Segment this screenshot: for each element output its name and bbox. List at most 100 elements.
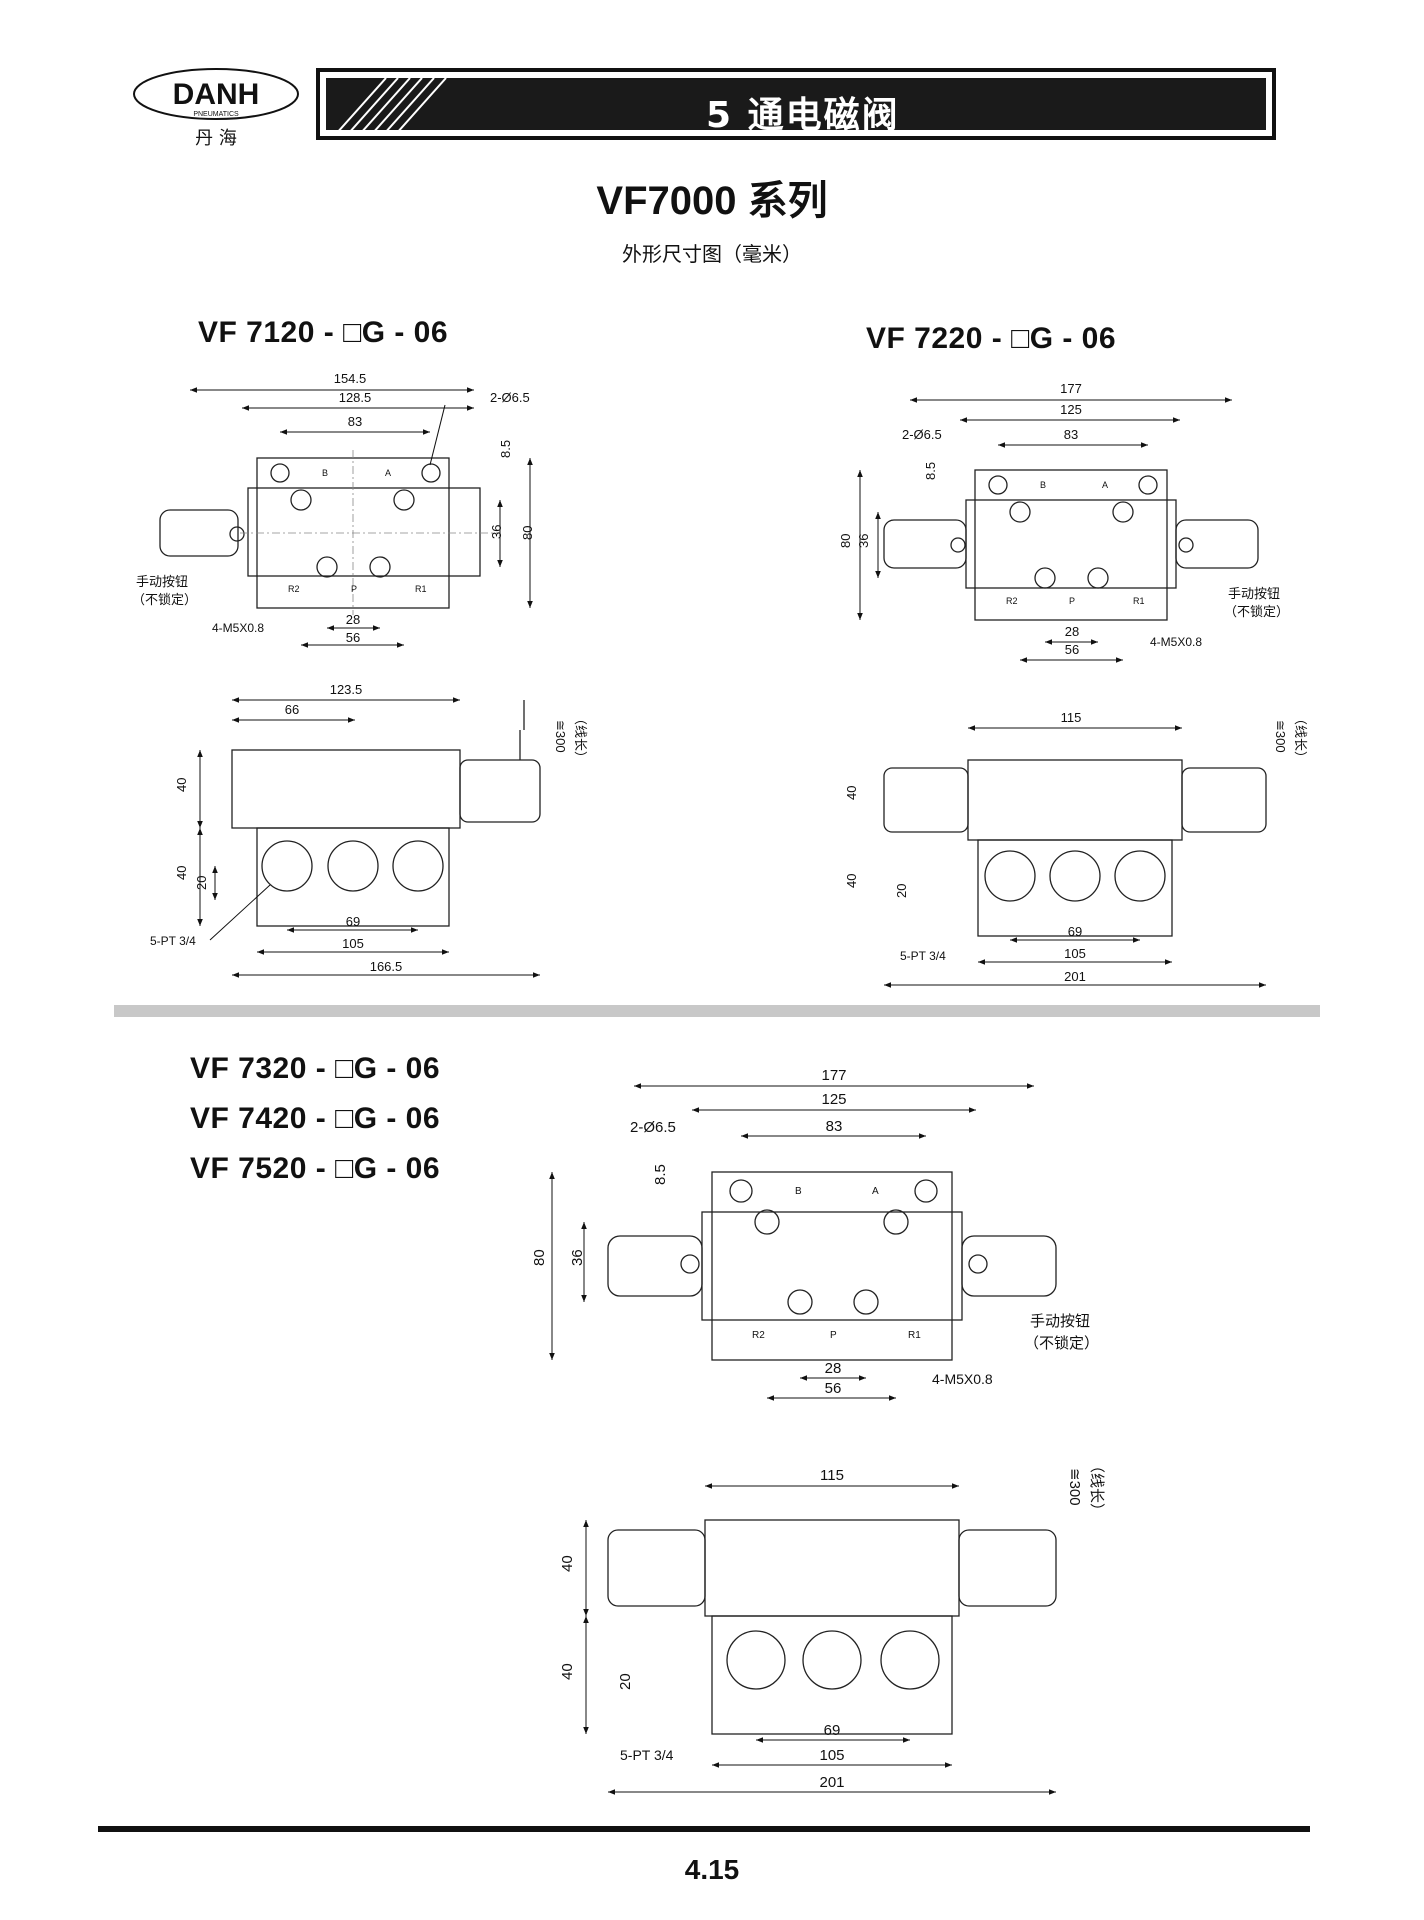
label-pipe: 5-PT 3/4 — [150, 934, 196, 948]
dim-154-5: 154.5 — [334, 371, 367, 386]
dim-36: 36 — [856, 534, 871, 548]
dim-166-5: 166.5 — [370, 959, 403, 974]
dim-56: 56 — [1065, 642, 1079, 657]
dim-36: 36 — [489, 525, 504, 539]
page-number: 4.15 — [684, 1854, 740, 1885]
label-manual-note: （不锁定） — [132, 592, 197, 607]
dim-201: 201 — [819, 1774, 844, 1791]
dim-28: 28 — [825, 1360, 842, 1377]
model-7220: VF 7220 - □G - 06 — [866, 322, 1117, 355]
dim-125: 125 — [821, 1091, 846, 1108]
dim-8-5: 8.5 — [652, 1164, 669, 1185]
label-wire-note: （线长） — [1293, 712, 1308, 764]
model-7320: VF 7320 - □G - 06 — [190, 1052, 441, 1085]
port-a: A — [385, 468, 391, 478]
dim-83: 83 — [826, 1118, 843, 1135]
label-manual: 手动按钮 — [1228, 586, 1280, 601]
section-separator — [114, 1005, 1320, 1017]
label-screws: 4-M5X0.8 — [932, 1371, 993, 1387]
label-wire-note: （线长） — [573, 712, 588, 764]
label-manual: 手动按钮 — [136, 574, 188, 589]
dim-28: 28 — [346, 612, 360, 627]
port-r2: R2 — [752, 1330, 765, 1341]
dim-105: 105 — [819, 1747, 844, 1764]
label-screws: 4-M5X0.8 — [212, 621, 264, 635]
dim-40-lower: 40 — [844, 874, 859, 888]
dim-40-upper: 40 — [174, 778, 189, 792]
page-subtitle: 外形尺寸图（毫米） — [622, 244, 802, 266]
dim-201: 201 — [1064, 969, 1086, 984]
port-b: B — [322, 468, 328, 478]
dim-36: 36 — [569, 1249, 586, 1266]
logo-chinese: 丹 海 — [195, 128, 237, 149]
port-r1: R1 — [415, 584, 427, 594]
label-wire: ≅300 — [553, 720, 568, 753]
dim-177: 177 — [821, 1067, 846, 1084]
model-7520: VF 7520 - □G - 06 — [190, 1152, 441, 1185]
danh-logo: DANH PNEUMATICS 丹 海 — [133, 68, 299, 149]
port-p: P — [351, 584, 357, 594]
label-holes: 2-Ø6.5 — [902, 427, 942, 442]
logo-tagline: PNEUMATICS — [193, 111, 239, 118]
label-holes: 2-Ø6.5 — [630, 1119, 676, 1136]
dim-56: 56 — [825, 1380, 842, 1397]
port-r1: R1 — [1133, 596, 1145, 606]
logo-text: DANH — [173, 78, 260, 111]
banner-title: 5 通电磁阀 — [706, 95, 900, 130]
label-wire: ≅300 — [1066, 1468, 1083, 1506]
banner-fill: 5 通电磁阀 — [326, 78, 1266, 130]
dim-80: 80 — [531, 1249, 548, 1266]
label-manual: 手动按钮 — [1030, 1313, 1090, 1330]
body-mid — [247, 487, 481, 577]
port-b: B — [795, 1186, 802, 1197]
body-outline — [256, 457, 450, 609]
label-wire-note: （线长） — [1088, 1458, 1105, 1518]
label-manual-note: （不锁定） — [1024, 1335, 1099, 1352]
dim-125: 125 — [1060, 402, 1082, 417]
dim-20: 20 — [194, 876, 209, 890]
page-title: VF7000 系列 — [596, 179, 828, 223]
dim-123-5: 123.5 — [330, 682, 363, 697]
coil-housing — [459, 759, 541, 823]
dim-40-upper: 40 — [559, 1555, 576, 1572]
port-a: A — [872, 1186, 879, 1197]
body-outline — [231, 749, 461, 829]
dim-20: 20 — [617, 1673, 634, 1690]
label-holes: 2-Ø6.5 — [490, 390, 530, 405]
manual-button-icon — [229, 526, 245, 542]
model-7120: VF 7120 - □G - 06 — [198, 316, 449, 349]
label-pipe: 5-PT 3/4 — [900, 949, 946, 963]
dim-80: 80 — [838, 534, 853, 548]
dim-105: 105 — [1064, 946, 1086, 961]
port-r2: R2 — [288, 584, 300, 594]
port-r2: R2 — [1006, 596, 1018, 606]
model-7420: VF 7420 - □G - 06 — [190, 1102, 441, 1135]
dim-40-upper: 40 — [844, 786, 859, 800]
dim-69: 69 — [1068, 924, 1082, 939]
dim-69: 69 — [824, 1722, 841, 1739]
dim-80: 80 — [520, 526, 535, 540]
dim-115: 115 — [820, 1467, 844, 1484]
dim-40-lower: 40 — [559, 1663, 576, 1680]
dim-128-5: 128.5 — [339, 390, 372, 405]
port-p: P — [1069, 596, 1075, 606]
dim-177: 177 — [1060, 381, 1082, 396]
port-r1: R1 — [908, 1330, 921, 1341]
section-banner: 5 通电磁阀 — [316, 68, 1276, 140]
dim-83: 83 — [1064, 427, 1078, 442]
dim-8-5: 8.5 — [923, 462, 938, 480]
port-p: P — [830, 1330, 837, 1341]
label-wire: ≅300 — [1273, 720, 1288, 753]
dim-115: 115 — [1061, 710, 1082, 725]
label-manual-note: （不锁定） — [1224, 604, 1289, 619]
dim-69: 69 — [346, 914, 360, 929]
dim-56: 56 — [346, 630, 360, 645]
port-b: B — [1040, 480, 1046, 490]
dim-83: 83 — [348, 414, 362, 429]
label-screws: 4-M5X0.8 — [1150, 635, 1202, 649]
